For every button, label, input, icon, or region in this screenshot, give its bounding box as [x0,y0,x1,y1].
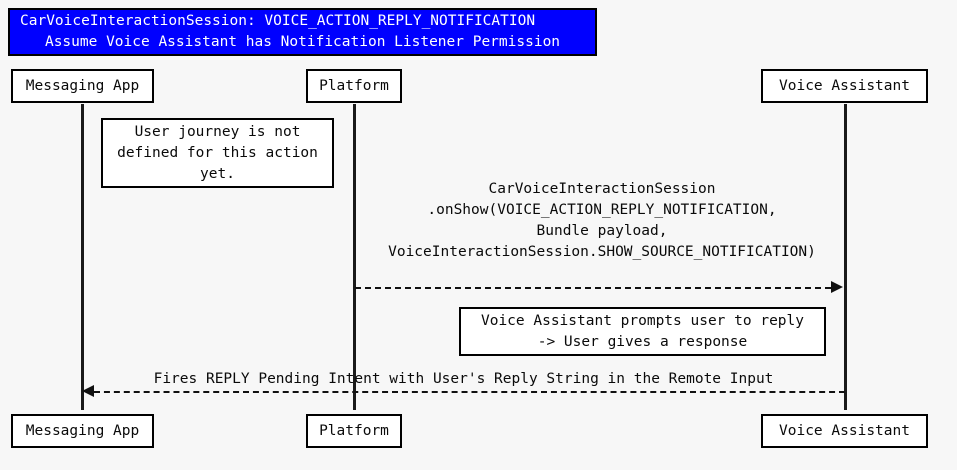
message-label-on-show: CarVoiceInteractionSession .onShow(VOICE… [360,179,844,263]
participant-label: Platform [319,423,389,439]
participant-label: Platform [319,78,389,94]
message-arrow-on-show [355,287,831,289]
note-line: yet. [200,165,235,182]
participant-messaging-app-top[interactable]: Messaging App [11,69,154,103]
participant-label: Voice Assistant [779,423,910,439]
lifeline-voice-assistant [844,104,847,410]
arrowhead-left-reply-intent [82,385,94,397]
participant-voice-assistant-top[interactable]: Voice Assistant [761,69,928,103]
participant-label: Messaging App [25,423,140,439]
message-label-reply-intent: Fires REPLY Pending Intent with User's R… [82,369,845,390]
message-line: Bundle payload, [536,223,668,239]
participant-voice-assistant-bottom[interactable]: Voice Assistant [761,414,928,448]
participant-platform-bottom[interactable]: Platform [306,414,402,448]
note-line: -> User gives a response [537,333,748,350]
diagram-title-banner: CarVoiceInteractionSession: VOICE_ACTION… [8,8,597,56]
lifeline-messaging-app [81,104,84,410]
participant-messaging-app-bottom[interactable]: Messaging App [11,414,154,448]
diagram-title-line-2: Assume Voice Assistant has Notification … [44,34,561,50]
note-user-journey: User journey is not defined for this act… [101,118,334,188]
message-arrow-reply-intent [94,391,845,393]
diagram-title-line-1: CarVoiceInteractionSession: VOICE_ACTION… [20,13,536,29]
lifeline-platform [353,104,356,410]
note-line: defined for this action [117,144,318,161]
note-voice-assistant-prompt: Voice Assistant prompts user to reply ->… [459,307,826,356]
note-line: Voice Assistant prompts user to reply [480,312,804,329]
message-line: .onShow(VOICE_ACTION_REPLY_NOTIFICATION, [427,202,777,218]
participant-label: Messaging App [25,78,140,94]
participant-label: Voice Assistant [779,78,910,94]
message-line: Fires REPLY Pending Intent with User's R… [153,371,774,387]
arrowhead-right-on-show [831,281,843,293]
note-line: User journey is not [134,123,301,140]
message-line: VoiceInteractionSession.SHOW_SOURCE_NOTI… [388,244,816,260]
message-line: CarVoiceInteractionSession [488,181,716,197]
participant-platform-top[interactable]: Platform [306,69,402,103]
